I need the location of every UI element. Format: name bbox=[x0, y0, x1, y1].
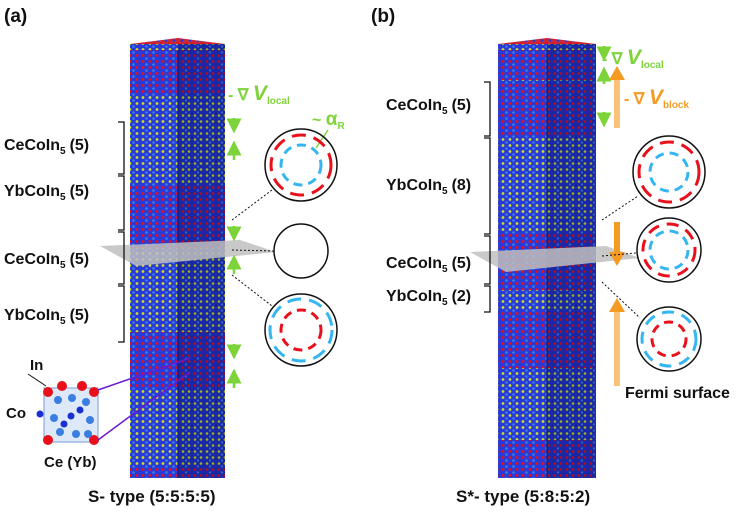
gradient-local-label-b: - ∇ Vlocal bbox=[602, 46, 664, 71]
alpha-r-pointer bbox=[315, 129, 329, 149]
atom-in-pointer bbox=[27, 373, 47, 387]
pillar-b-ce-bands bbox=[498, 50, 596, 478]
layer-b4-label: YbCoIn5(2) bbox=[386, 288, 471, 308]
unit-cell bbox=[36, 381, 99, 445]
atom-in-label: In bbox=[30, 357, 43, 374]
layer-labels-b: CeCoIn5(5) YbCoIn5(8) CeCoIn5(5) YbCoIn5… bbox=[386, 97, 471, 308]
layer-a2-label: YbCoIn5(5) bbox=[4, 183, 89, 203]
panel-a-letter: (a) bbox=[4, 6, 27, 27]
gradient-block-label-b: - ∇ Vblock bbox=[624, 86, 689, 111]
panel-b: (b) CeCoIn5(5) YbCoIn5(8) C bbox=[371, 6, 730, 506]
layer-b3-label: CeCoIn5(5) bbox=[386, 255, 471, 275]
fermi-diagram-a3 bbox=[264, 293, 338, 367]
interface-plane-a bbox=[100, 240, 276, 266]
connector-lines-a bbox=[231, 189, 275, 307]
fermi-diagram-b3 bbox=[636, 306, 702, 372]
interface-plane-b bbox=[470, 246, 640, 272]
fermi-diagram-b2 bbox=[636, 217, 702, 283]
brackets-a bbox=[118, 121, 125, 343]
caption-a: S- type (5:5:5:5) bbox=[88, 487, 216, 506]
fermi-diagram-a1 bbox=[264, 128, 338, 202]
brackets-b bbox=[484, 81, 491, 313]
panel-b-letter: (b) bbox=[371, 6, 395, 27]
fermi-diagram-b1 bbox=[632, 135, 706, 209]
unit-cell-pointers bbox=[97, 357, 191, 441]
atom-co-label: Co bbox=[6, 405, 26, 422]
layer-b2-label: YbCoIn5(8) bbox=[386, 177, 471, 197]
gradient-label-a: - ∇ Vlocal bbox=[228, 82, 290, 107]
panel-a: (a) CeCoIn5(5) YbCoIn5(5) bbox=[4, 6, 345, 506]
fermi-surface-label: Fermi surface bbox=[625, 385, 730, 402]
fermi-diagram-a2 bbox=[273, 223, 329, 279]
connector-lines-b bbox=[601, 195, 641, 319]
layer-b1-label: CeCoIn5(5) bbox=[386, 97, 471, 117]
pillar-a-ce-bands bbox=[130, 50, 225, 478]
layer-a1-label: CeCoIn5(5) bbox=[4, 137, 89, 157]
atom-ce-label: Ce (Yb) bbox=[44, 454, 97, 471]
orange-arrows-b bbox=[609, 66, 625, 386]
alpha-r-label: ~ αR bbox=[312, 109, 345, 132]
layer-a3-label: CeCoIn5(5) bbox=[4, 251, 89, 271]
layer-a4-label: YbCoIn5(5) bbox=[4, 307, 89, 327]
layer-labels-a: CeCoIn5(5) YbCoIn5(5) CeCoIn5(5) YbCoIn5… bbox=[4, 137, 89, 327]
caption-b: S*- type (5:8:5:2) bbox=[456, 487, 590, 506]
